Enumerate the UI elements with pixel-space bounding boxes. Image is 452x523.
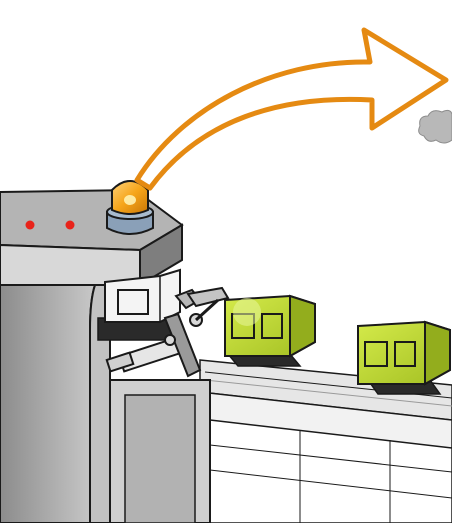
indicator-light-2: [66, 221, 75, 230]
gate-post: [0, 190, 210, 523]
sensor-unit-green-1: [225, 296, 315, 366]
beacon: [107, 181, 153, 234]
indicator-light-1: [26, 221, 35, 230]
sensor-unit-white: [98, 270, 180, 340]
cloud: [419, 110, 452, 143]
arrow: [137, 30, 446, 188]
